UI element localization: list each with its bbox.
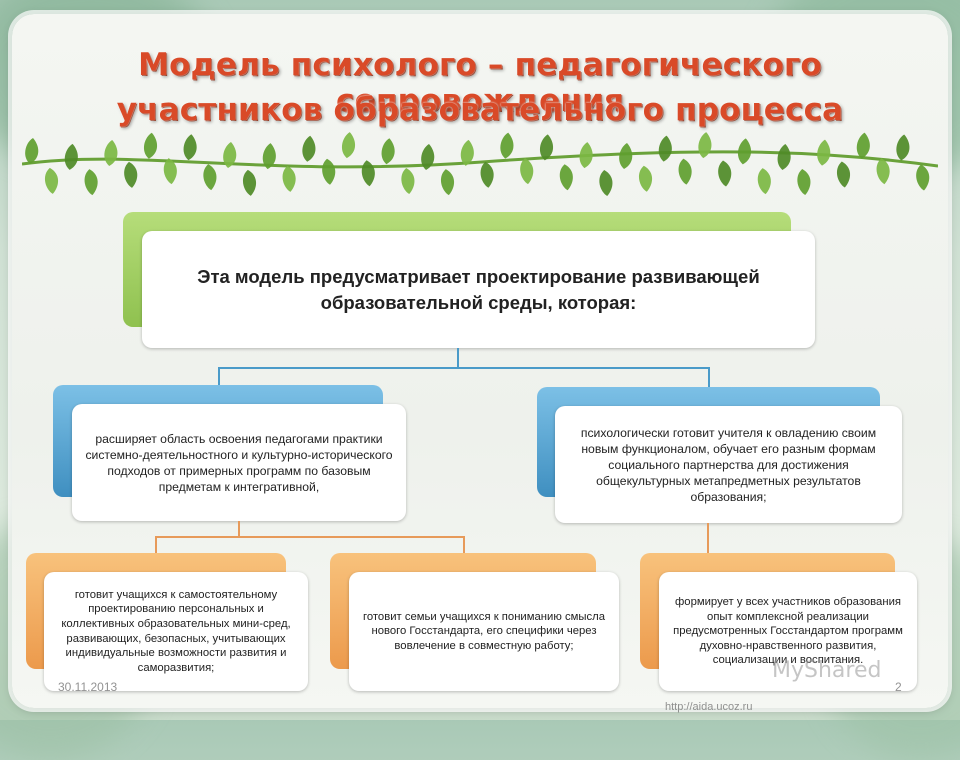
leaf-icon	[302, 135, 316, 162]
leaf-icon	[203, 164, 217, 191]
connector	[218, 367, 220, 387]
leaf-icon	[916, 164, 930, 191]
leaf-icon	[619, 143, 633, 170]
title-line-2: участников образовательного процесса	[116, 92, 844, 128]
leaf-icon	[638, 165, 653, 192]
leaf-icon	[698, 132, 712, 159]
leaf-icon	[262, 143, 276, 170]
title-line-1: Модель психолого – педагогического сопро…	[138, 47, 822, 119]
connector	[457, 348, 459, 368]
right-box-text: психологически готовит учителя к овладен…	[580, 425, 877, 504]
leaf-icon	[361, 160, 375, 187]
leaf-icon	[797, 168, 811, 195]
leaf-icon	[322, 158, 336, 185]
leaf-icon	[718, 160, 732, 187]
leaf-icon	[896, 134, 910, 161]
connector	[463, 536, 465, 556]
bottom-left-box: готовит учащихся к самостоятельному прое…	[44, 572, 308, 691]
left-box: расширяет область освоения педагогами пр…	[72, 404, 406, 521]
leaf-icon	[124, 161, 138, 188]
leaf-icon	[183, 134, 197, 161]
leaf-icon	[44, 167, 59, 194]
leaf-icon	[737, 138, 752, 165]
left-box-text: расширяет область освоения педагогами пр…	[85, 431, 393, 494]
leaf-icon	[64, 143, 78, 170]
leaf-icon	[777, 143, 791, 170]
leaf-icon	[539, 134, 554, 161]
leaf-icon	[579, 142, 593, 169]
main-box: Эта модель предусматривает проектировани…	[142, 231, 815, 348]
connector	[218, 367, 710, 369]
leaf-icon	[242, 169, 257, 196]
leaf-icon	[480, 161, 494, 188]
leaf-icon	[421, 143, 435, 170]
leaf-icon	[282, 165, 296, 192]
leaf-vine-decoration	[22, 132, 938, 196]
leaf-icon	[678, 158, 692, 185]
leaf-icon	[599, 169, 613, 196]
leaf-icon	[25, 138, 39, 164]
leaf-icon	[401, 168, 415, 195]
bottom-left-box-text: готовит учащихся к самостоятельному прое…	[61, 588, 291, 674]
connector	[238, 521, 240, 537]
watermark: MyShared	[772, 658, 882, 683]
right-box: психологически готовит учителя к овладен…	[555, 406, 902, 523]
leaf-icon	[223, 141, 237, 168]
bottom-middle-box: готовит семьи учащихся к пониманию смысл…	[349, 572, 619, 691]
leaf-icon	[460, 139, 474, 166]
bottom-right-box: формирует у всех участников образования …	[659, 572, 917, 691]
leaf-icon	[163, 158, 177, 185]
leaf-icon	[500, 132, 514, 159]
connector	[155, 536, 157, 556]
leaf-icon	[440, 169, 455, 196]
leaf-icon	[817, 139, 831, 166]
leaf-icon	[876, 158, 890, 185]
leaf-icon	[856, 132, 870, 159]
slide-number: 2	[895, 680, 902, 694]
leaf-icon	[143, 132, 158, 159]
leaf-icon	[757, 168, 771, 195]
leaf-icon	[84, 169, 98, 196]
slide-date: 30.11.2013	[58, 680, 118, 694]
bottom-middle-box-text: готовит семьи учащихся к пониманию смысл…	[362, 610, 606, 652]
bottom-right-box-text: формирует у всех участников образования …	[673, 596, 903, 667]
connector	[708, 367, 710, 387]
leaf-icon	[341, 132, 356, 159]
leaf-icon	[658, 135, 672, 162]
leaf-icon	[559, 164, 573, 191]
leaf-icon	[520, 158, 534, 185]
connector	[155, 536, 465, 538]
source-url: http://aida.ucoz.ru	[665, 701, 753, 713]
leaf-icon	[836, 161, 851, 188]
leaf-icon	[381, 138, 395, 165]
leaf-icon	[104, 140, 118, 167]
main-box-text: Эта модель предусматривает проектировани…	[197, 265, 760, 313]
connector	[707, 523, 709, 556]
